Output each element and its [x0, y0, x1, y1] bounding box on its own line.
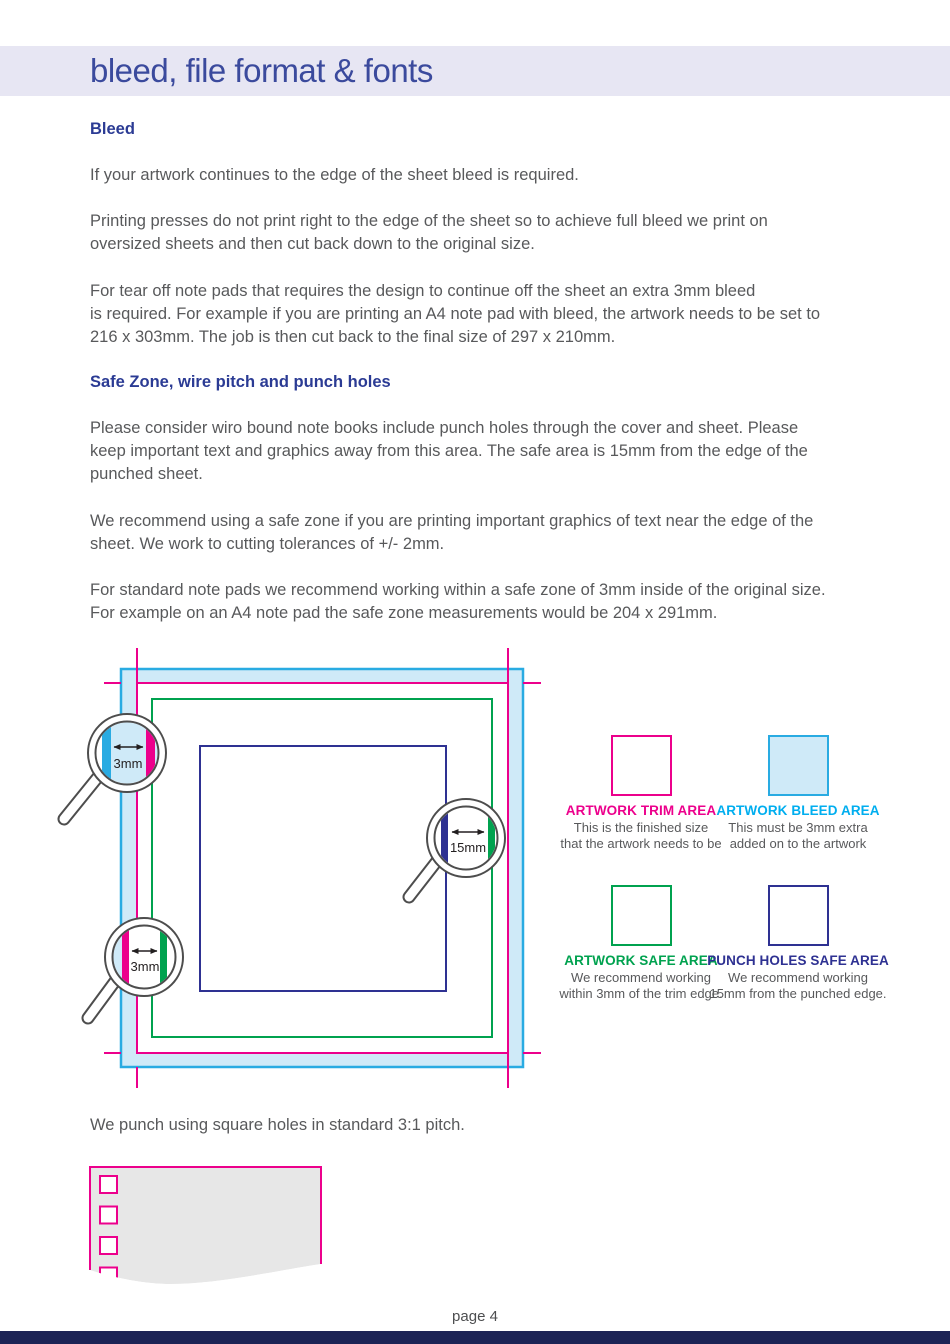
magnifier-label-3mm-top: 3mm — [114, 756, 143, 771]
paragraph-bleed-2: Printing presses do not print right to t… — [90, 212, 768, 254]
legend-item-trim: ARTWORK TRIM AREA This is the finished s… — [536, 735, 746, 851]
magnifier-safe-3mm: 3mm — [104, 917, 184, 997]
section-heading-safe-zone: Safe Zone, wire pitch and punch holes — [90, 373, 391, 391]
paragraph-safe-3: For standard note pads we recommend work… — [90, 581, 826, 623]
legend-item-safe: ARTWORK SAFE AREA We recommend working w… — [536, 885, 746, 1001]
trim-area-swatch — [610, 735, 672, 796]
bleed-diagram: 3mm 15mm 3mm — [57, 648, 541, 1088]
magnifier-punch-15mm: 15mm — [426, 798, 506, 878]
page-title: bleed, file format & fonts — [90, 52, 433, 89]
page-number: page 4 — [452, 1308, 498, 1325]
magnifier-label-15mm: 15mm — [450, 840, 486, 855]
sheet-torn-edge — [90, 1264, 321, 1300]
paragraph-pitch-note: We punch using square holes in standard … — [90, 1116, 465, 1134]
sheet-borders — [89, 1166, 322, 1270]
legend-label-trim: ARTWORK TRIM AREA — [565, 803, 717, 818]
legend-label-bleed: ARTWORK BLEED AREA — [716, 803, 880, 818]
legend-label-safe: ARTWORK SAFE AREA — [564, 953, 718, 968]
section-heading-bleed: Bleed — [90, 120, 135, 138]
punched-sheet-diagram — [89, 1166, 322, 1300]
legend-desc-trim: This is the finished size that the artwo… — [560, 820, 722, 851]
bleed-area-swatch — [767, 735, 829, 796]
paragraph-bleed-1: If your artwork continues to the edge of… — [90, 166, 579, 184]
magnifier-handles — [57, 770, 444, 1025]
page-header-band: bleed, file format & fonts — [0, 46, 950, 96]
legend-desc-safe: We recommend working within 3mm of the t… — [559, 970, 723, 1001]
punch-safe-area-swatch — [767, 885, 829, 946]
punch-holes — [99, 1175, 118, 1286]
crop-marks — [104, 648, 541, 1088]
safe-area-swatch — [610, 885, 672, 946]
legend-label-punch: PUNCH HOLES SAFE AREA — [707, 953, 889, 968]
legend-desc-punch: We recommend working 15mm from the punch… — [709, 970, 887, 1001]
paragraph-bleed-3: For tear off note pads that requires the… — [90, 282, 821, 347]
paragraph-safe-1: Please consider wiro bound note books in… — [90, 419, 808, 484]
legend-desc-bleed: This must be 3mm extra added on to the a… — [728, 820, 868, 851]
legend-item-punch: PUNCH HOLES SAFE AREA We recommend worki… — [693, 885, 903, 1001]
footer-bar — [0, 1331, 950, 1344]
magnifier-label-3mm-bottom: 3mm — [131, 959, 160, 974]
sheet-body — [90, 1167, 321, 1285]
magnifier-bleed-3mm: 3mm — [87, 713, 167, 793]
paragraph-safe-2: We recommend using a safe zone if you ar… — [90, 512, 814, 554]
legend-item-bleed: ARTWORK BLEED AREA This must be 3mm extr… — [693, 735, 903, 851]
